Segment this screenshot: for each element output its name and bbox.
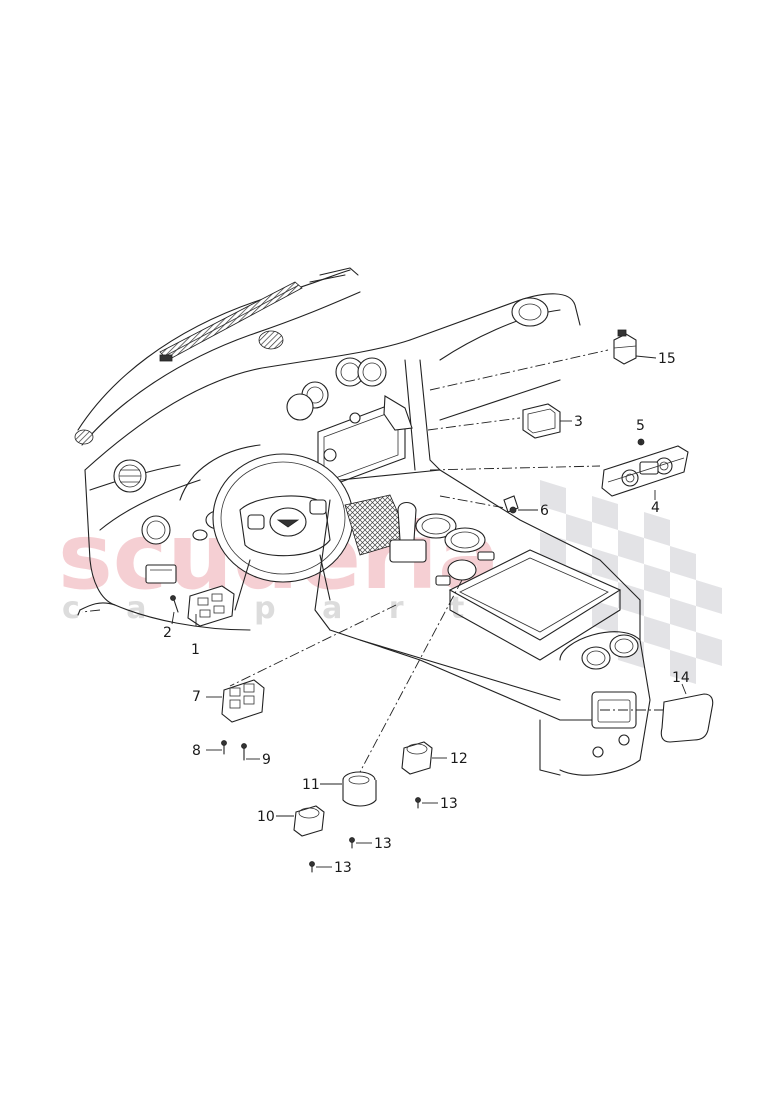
callout-5: 5 bbox=[636, 418, 645, 434]
checker-square bbox=[592, 496, 618, 530]
callout-3: 3 bbox=[574, 414, 583, 430]
part-7-window-switch-block bbox=[221, 679, 265, 723]
part-9-screw bbox=[241, 743, 247, 761]
part-10-switch bbox=[293, 805, 325, 837]
part-15-connector bbox=[613, 329, 637, 365]
checker-square bbox=[670, 546, 696, 580]
dashboard-assembly bbox=[74, 267, 581, 631]
part-1-light-switch bbox=[187, 585, 235, 627]
checker-square bbox=[670, 650, 696, 684]
callout-1: 1 bbox=[191, 642, 200, 658]
watermark-sub-text: c a r p a r t s bbox=[62, 591, 547, 626]
callout-13-c: 13 bbox=[334, 860, 352, 876]
callout-7: 7 bbox=[192, 689, 201, 705]
callout-10: 10 bbox=[257, 809, 275, 825]
part-11-rotary-controller bbox=[342, 771, 377, 807]
checker-square bbox=[644, 512, 670, 546]
center-console-assembly bbox=[314, 469, 651, 776]
callout-labels: 15 3 5 4 6 2 1 7 8 9 12 11 13 10 13 13 1… bbox=[163, 351, 690, 876]
callout-6: 6 bbox=[540, 503, 549, 519]
callout-15: 15 bbox=[658, 351, 676, 367]
checker-square bbox=[644, 564, 670, 598]
callout-11: 11 bbox=[302, 777, 320, 793]
part-13-screw-c bbox=[309, 861, 315, 873]
callout-13-b: 13 bbox=[374, 836, 392, 852]
callout-2: 2 bbox=[163, 625, 172, 641]
part-2-screw bbox=[170, 595, 179, 613]
checker-square bbox=[540, 480, 566, 514]
callout-13-a: 13 bbox=[440, 796, 458, 812]
checker-square bbox=[592, 600, 618, 634]
checker-square bbox=[566, 514, 592, 548]
checker-square bbox=[696, 632, 722, 666]
checker-square bbox=[670, 598, 696, 632]
checker-square bbox=[618, 530, 644, 564]
part-4-climate-control-panel bbox=[601, 445, 689, 497]
part-14-trim-panel bbox=[660, 693, 714, 743]
checker-square bbox=[696, 580, 722, 614]
callout-leader-lines bbox=[171, 355, 687, 868]
dashed-leader-lines bbox=[81, 349, 664, 773]
callout-12: 12 bbox=[450, 751, 468, 767]
part-13-screw-a bbox=[415, 797, 421, 809]
checker-square bbox=[618, 582, 644, 616]
callout-14: 14 bbox=[672, 670, 690, 686]
callout-9: 9 bbox=[262, 752, 271, 768]
checker-square bbox=[644, 616, 670, 650]
callout-8: 8 bbox=[192, 743, 201, 759]
part-13-screw-b bbox=[349, 837, 355, 849]
part-6-sensor bbox=[503, 495, 519, 514]
part-12-switch bbox=[401, 741, 433, 775]
callout-4: 4 bbox=[651, 500, 660, 516]
part-8-screw bbox=[221, 740, 227, 755]
part-3-switch-module bbox=[522, 403, 561, 439]
